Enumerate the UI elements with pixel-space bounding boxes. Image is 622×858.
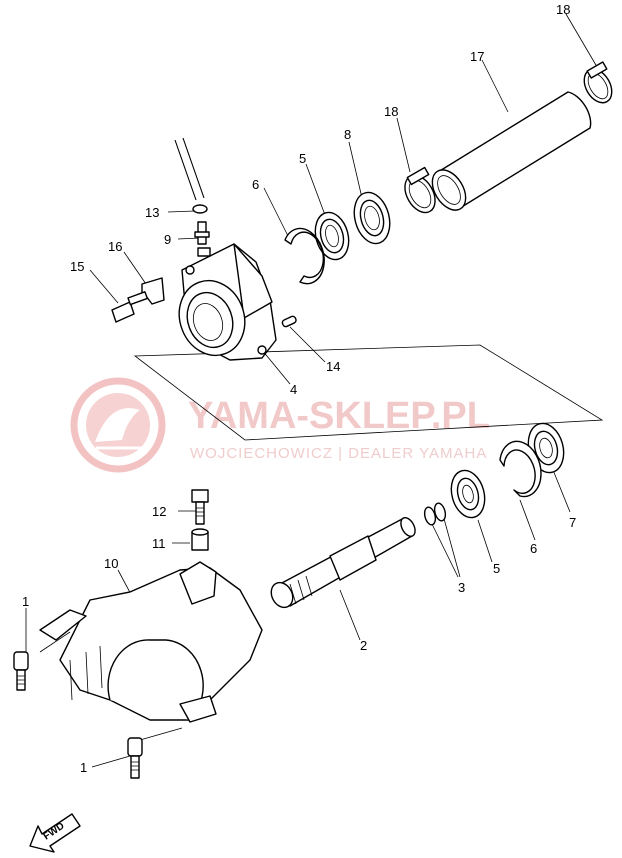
part-11-collar xyxy=(191,528,209,551)
part-8-bearing xyxy=(353,191,391,245)
callout-labels: 18 17 18 8 5 6 13 9 16 15 14 4 7 6 5 3 2… xyxy=(22,2,576,775)
callout-11: 11 xyxy=(152,536,166,551)
part-18-hose-clamp-a xyxy=(583,61,613,104)
callout-5-lower: 5 xyxy=(493,561,500,576)
part-15-bolt xyxy=(111,291,149,323)
callout-4: 4 xyxy=(290,382,297,397)
callout-6-lower: 6 xyxy=(530,541,537,556)
part-16-bracket xyxy=(141,277,165,305)
callout-1-upper: 1 xyxy=(22,594,29,609)
part-12-bolt xyxy=(191,489,209,525)
assembly-lines xyxy=(25,13,604,768)
part-10-case xyxy=(39,561,263,723)
callout-18-top: 18 xyxy=(556,2,570,17)
callout-5-upper: 5 xyxy=(299,151,306,166)
part-3-o-rings xyxy=(423,502,447,526)
callout-17: 17 xyxy=(470,49,484,64)
callout-9: 9 xyxy=(164,232,171,247)
watermark-logo xyxy=(70,377,166,473)
callout-13: 13 xyxy=(145,205,159,220)
callout-3: 3 xyxy=(458,580,465,595)
fwd-direction-arrow: FWD xyxy=(29,813,81,853)
part-13-clip xyxy=(192,204,208,214)
part-1-bolt-upper xyxy=(13,651,29,691)
watermark: YAMA-SKLEP.PL WOJCIECHOWICZ | DEALER YAM… xyxy=(70,377,490,473)
part-9-nipple xyxy=(194,221,210,245)
part-18-hose-clamp-b xyxy=(404,166,436,214)
callout-1-lower: 1 xyxy=(80,760,87,775)
callout-7: 7 xyxy=(569,515,576,530)
part-2-shaft xyxy=(270,517,416,609)
callout-8: 8 xyxy=(344,127,351,142)
watermark-brand: YAMA-SKLEP.PL xyxy=(188,395,490,437)
callout-10: 10 xyxy=(104,556,118,571)
callout-15: 15 xyxy=(70,259,84,274)
callout-14: 14 xyxy=(326,359,340,374)
part-6-circlip-lower xyxy=(499,440,542,498)
part-1-bolt-lower xyxy=(127,737,143,779)
part-5-bearing-upper xyxy=(314,211,350,261)
watermark-dealer: WOJCIECHOWICZ | DEALER YAMAHA xyxy=(190,445,487,462)
callout-12: 12 xyxy=(152,504,166,519)
callout-16: 16 xyxy=(108,239,122,254)
part-4-housing xyxy=(178,243,277,361)
callout-18-mid: 18 xyxy=(384,104,398,119)
callout-6-upper: 6 xyxy=(252,177,259,192)
part-5-bearing-lower xyxy=(450,469,486,519)
part-6-circlip-upper xyxy=(284,227,325,285)
callout-2: 2 xyxy=(360,638,367,653)
part-17-hose xyxy=(431,91,592,211)
part-14-pin xyxy=(281,315,297,328)
